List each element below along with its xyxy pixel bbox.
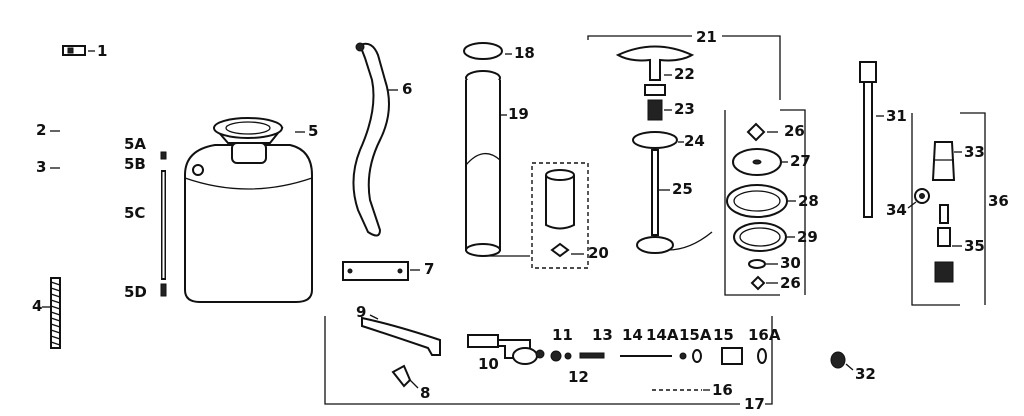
label-part-5: 5 (308, 122, 319, 140)
label-part-8: 8 (420, 384, 431, 402)
label-part-14a: 14A (646, 326, 679, 344)
label-part-5b: 5B (124, 155, 146, 173)
label-part-3: 3 (36, 158, 47, 176)
label-part-36: 36 (988, 192, 1009, 210)
part-32-bent-wand (830, 230, 868, 369)
leader-lines (42, 50, 962, 391)
part-22-25-pump (615, 45, 713, 254)
label-part-5d: 5D (124, 283, 147, 301)
part-9-lever (361, 316, 441, 356)
label-part-13: 13 (592, 326, 613, 344)
part-1-clip (62, 45, 86, 56)
label-part-19: 19 (508, 105, 529, 123)
label-part-27: 27 (790, 152, 811, 170)
label-part-15a: 15A (679, 326, 712, 344)
label-part-12: 12 (568, 368, 589, 386)
part-6-strap (352, 42, 390, 237)
label-part-34: 34 (886, 201, 907, 219)
label-part-30: 30 (780, 254, 801, 272)
label-part-15: 15 (713, 326, 734, 344)
label-part-24: 24 (684, 132, 705, 150)
part-18-ring (463, 42, 503, 60)
label-part-33: 33 (964, 143, 985, 161)
part-33-36-nozzle (911, 112, 986, 306)
label-part-1: 1 (97, 42, 108, 60)
part-31-wand (859, 61, 877, 218)
label-part-17: 17 (744, 395, 765, 413)
label-part-31: 31 (886, 107, 907, 125)
label-part-18: 18 (514, 44, 535, 62)
part-17-bracket (324, 316, 773, 405)
label-part-35: 35 (964, 237, 985, 255)
part-2-3-hose (64, 81, 130, 237)
label-part-16: 16 (712, 381, 733, 399)
label-part-22: 22 (674, 65, 695, 83)
part-19-cylinder (465, 70, 530, 257)
label-part-2: 2 (36, 121, 47, 139)
label-part-20: 20 (588, 244, 609, 262)
part-11-16a-small (550, 347, 767, 391)
label-part-11: 11 (552, 326, 573, 344)
part-4-spring (50, 277, 61, 349)
part-5-tank (184, 117, 313, 303)
label-part-29: 29 (797, 228, 818, 246)
label-part-26-top: 26 (784, 122, 805, 140)
label-part-7: 7 (424, 260, 435, 278)
label-part-5c: 5C (124, 204, 146, 222)
label-part-28: 28 (798, 192, 819, 210)
label-part-25: 25 (672, 180, 693, 198)
label-part-16a: 16A (748, 326, 781, 344)
part-21-bracket (587, 35, 781, 100)
label-part-4: 4 (32, 297, 43, 315)
label-part-9: 9 (356, 303, 367, 321)
part-5b-5d-rod (160, 151, 167, 297)
label-part-32: 32 (855, 365, 876, 383)
part-7-bar (342, 261, 409, 281)
label-part-6: 6 (402, 80, 413, 98)
label-part-14: 14 (622, 326, 643, 344)
label-part-23: 23 (674, 100, 695, 118)
part-10-valve (467, 334, 545, 365)
label-part-21: 21 (696, 28, 717, 46)
part-20-assembly (531, 162, 589, 269)
part-8-clip (391, 364, 412, 388)
part-26-30-washers (724, 109, 806, 296)
label-part-5a: 5A (124, 135, 147, 153)
label-part-10: 10 (478, 355, 499, 373)
label-part-26-bottom: 26 (780, 274, 801, 292)
